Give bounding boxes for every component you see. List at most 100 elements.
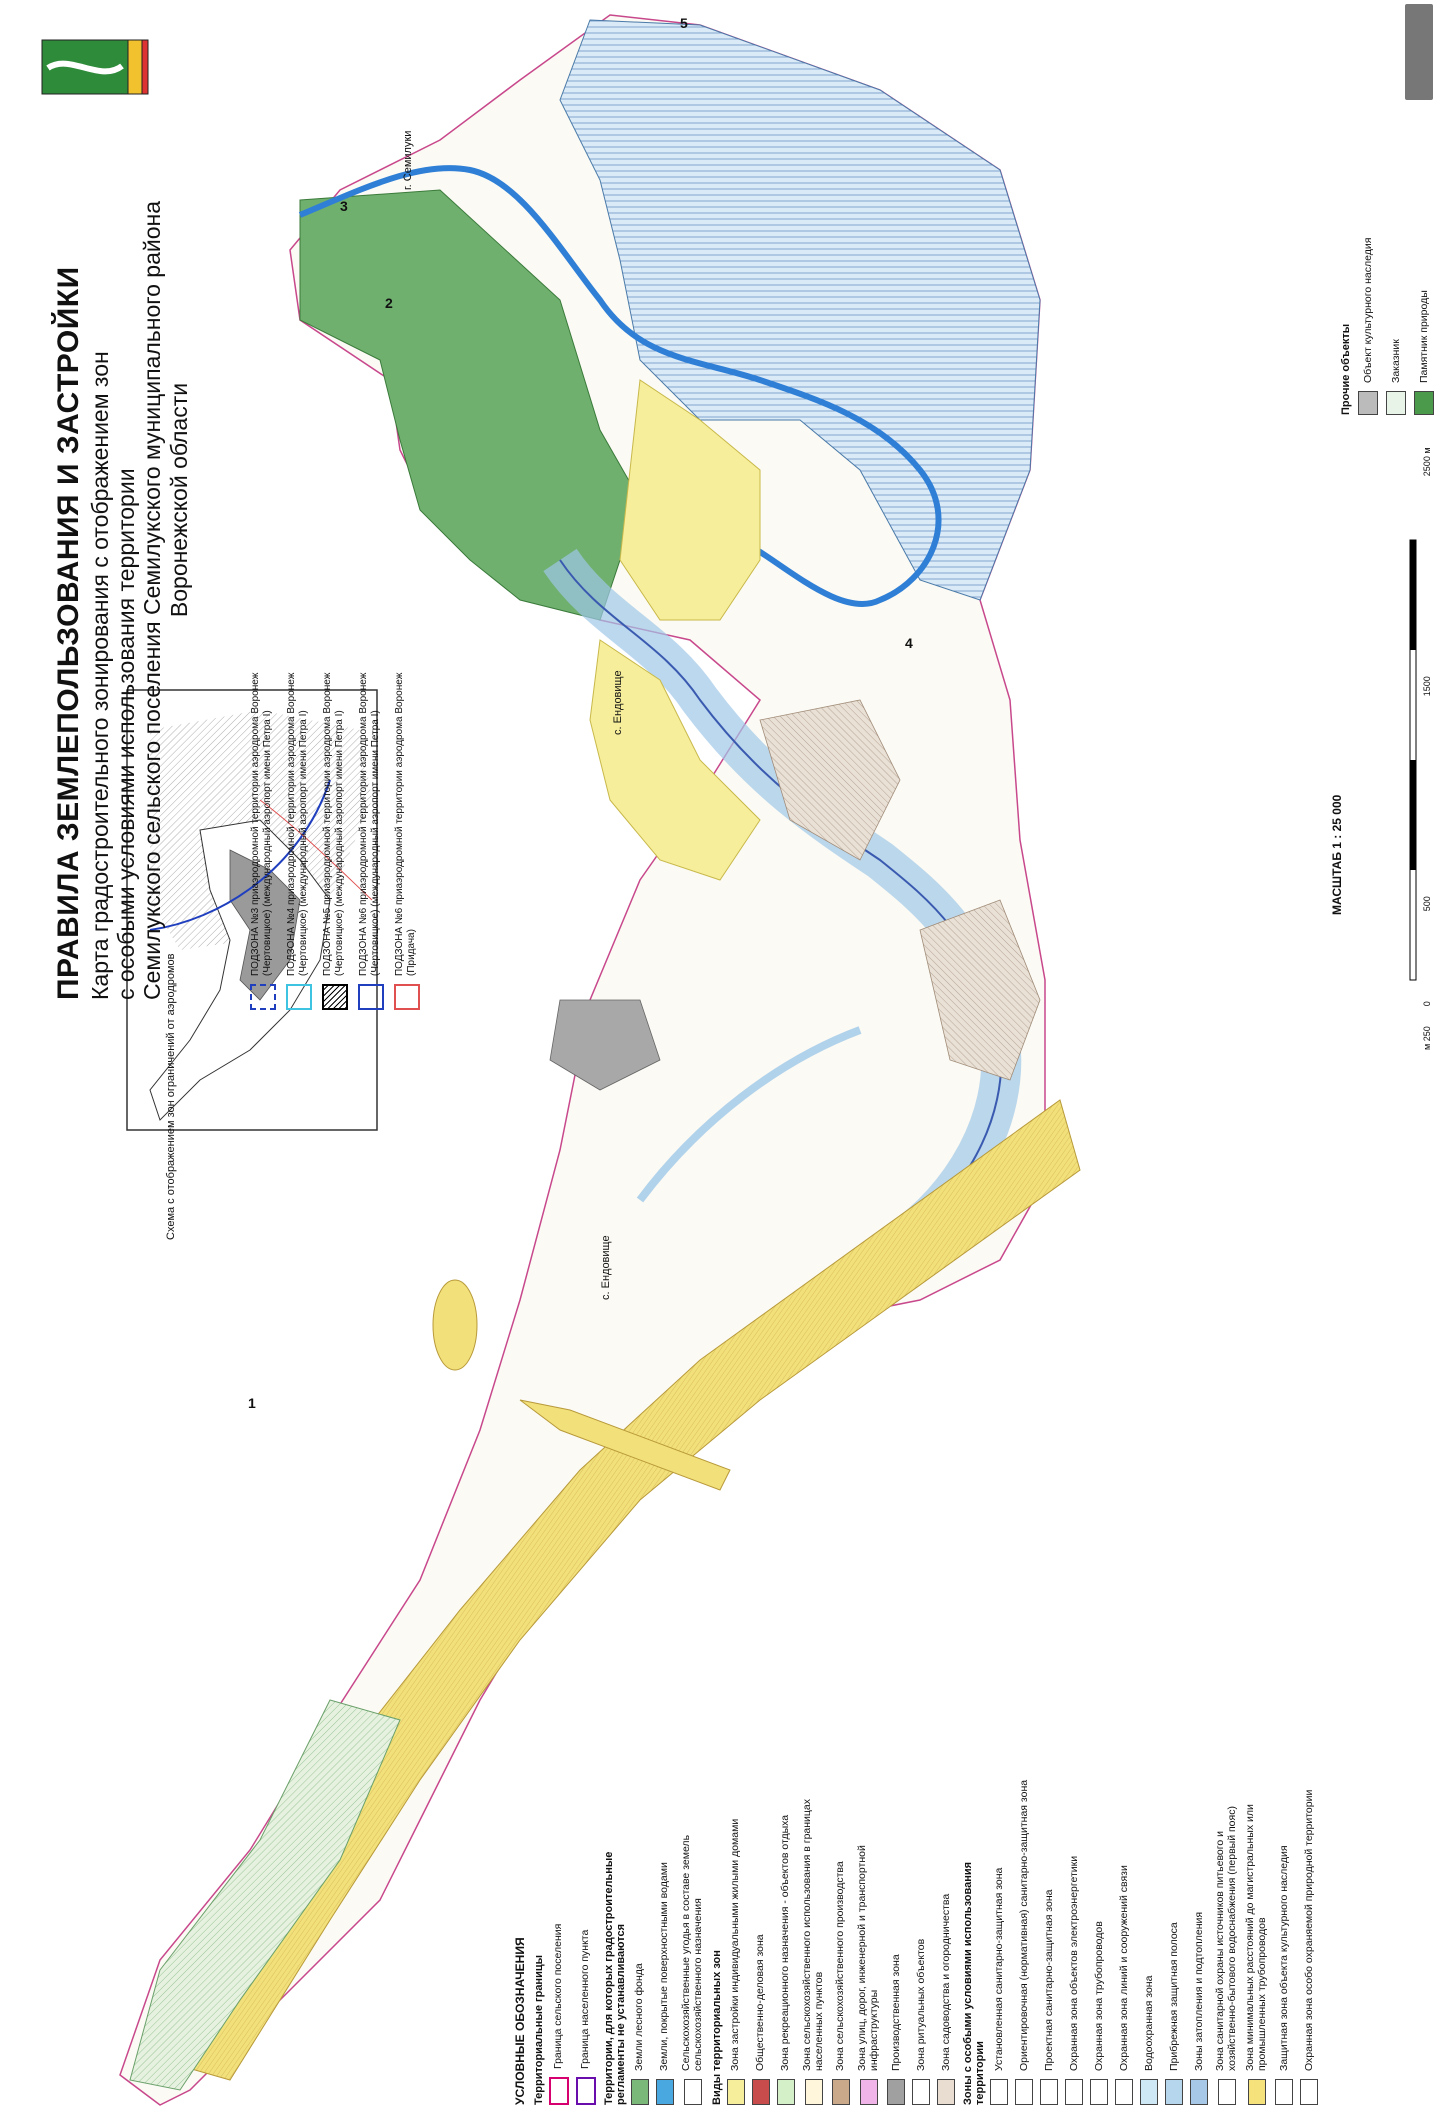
inset-legend-swatch	[322, 984, 348, 1010]
zone-number-2: 2	[385, 295, 393, 311]
legend-item-label: Охранная зона трубопроводов	[1092, 1921, 1105, 2071]
legend-item: Защитная зона объекта культурного наслед…	[1275, 995, 1294, 2105]
legend-swatch	[1247, 2079, 1266, 2105]
legend-item-label: Проектная санитарно-защитная зона	[1042, 1889, 1055, 2071]
legend-item-label: Зоны затопления и подтопления	[1192, 1911, 1205, 2071]
legend-item-label: Установленная санитарно-защитная зона	[992, 1867, 1005, 2071]
legend-swatch	[990, 2079, 1009, 2105]
industrial-zone	[549, 999, 661, 1091]
legend-item-label: Охранная зона объектов электроэнергетики	[1067, 1855, 1080, 2071]
legend-item-label: Защитная зона объекта культурного наслед…	[1277, 1845, 1290, 2071]
legend-group-heading: Территориальные границы	[533, 1955, 545, 2105]
legend-item-label: Граница населенного пункта	[579, 1929, 592, 2069]
legend-item-label: Зона улиц, дорог, инженерной и транспорт…	[856, 1845, 880, 2071]
legend-item-label: Охранная зона особо охраняемой природной…	[1302, 1789, 1315, 2071]
legend-item: Охранная зона объектов электроэнергетики	[1065, 995, 1084, 2105]
forest-area	[299, 189, 641, 621]
legend-item: Проектная санитарно-защитная зона	[1040, 995, 1059, 2105]
legend-item: Зона санитарной охраны источников питьев…	[1214, 995, 1238, 2105]
road-node	[432, 1279, 478, 1371]
inset-legend-swatch	[358, 984, 384, 1010]
other-objects-legend: Прочие объекты Объект культурного наслед…	[1340, 238, 1435, 415]
legend-groups: Территориальные границы Граница сельского…	[533, 995, 1319, 2105]
legend-item-label: Сельскохозяйственные угодья в составе зе…	[680, 1834, 704, 2071]
inset-legend-item: ПОДЗОНА №4 приаэродромной территории аэр…	[286, 646, 312, 1010]
legend-item-label: Производственная зона	[889, 1954, 902, 2071]
zone-number-5: 5	[680, 15, 688, 31]
inset-legend-item: ПОДЗОНА №6 приаэродромной территории аэр…	[394, 646, 420, 1010]
legend-swatch	[576, 2077, 596, 2105]
other-object-label: Памятник природы	[1418, 290, 1430, 383]
legend: УСЛОВНЫЕ ОБОЗНАЧЕНИЯ Территориальные гра…	[510, 995, 1325, 2105]
legend-item: Зона ритуальных объектов	[912, 995, 931, 2105]
inset-title: Схема с отображением зон ограничений от …	[165, 953, 177, 1241]
legend-swatch	[1065, 2079, 1084, 2105]
legend-item-label: Водоохранная зона	[1142, 1975, 1155, 2071]
scale-tick-label: 500	[1422, 896, 1432, 912]
legend-title: УСЛОВНЫЕ ОБОЗНАЧЕНИЯ	[513, 1937, 527, 2105]
legend-item: Охранная зона линий и сооружений связи	[1115, 995, 1134, 2105]
road-spur	[519, 1399, 731, 1491]
inset-legend-label: ПОДЗОНА №4 приаэродромной территории аэр…	[286, 672, 309, 976]
map-subtitle-3: Семилукского сельского поселения Семилук…	[139, 200, 166, 1000]
legend-swatch	[1040, 2079, 1059, 2105]
legend-item: Ориентировочная (нормативная) санитарно-…	[1015, 995, 1034, 2105]
inset-legend-swatch	[250, 984, 276, 1010]
residential-endovishche	[589, 639, 761, 881]
inset-legend-swatch	[394, 984, 420, 1010]
legend-item: Зона минимальных расстояний до магистрал…	[1244, 995, 1268, 2105]
legend-item: Охранная зона трубопроводов	[1090, 995, 1109, 2105]
map-title: ПРАВИЛА ЗЕМЛЕПОЛЬЗОВАНИЯ И ЗАСТРОЙКИ	[52, 266, 85, 1000]
legend-swatch	[912, 2079, 931, 2105]
river-don	[298, 165, 942, 608]
legend-swatch	[549, 2077, 569, 2105]
other-object-item: Памятник природы	[1414, 238, 1434, 415]
legend-item-label: Зона застройки индивидуальными жилыми до…	[729, 1818, 742, 2071]
legend-item-label: Ориентировочная (нормативная) санитарно-…	[1017, 1779, 1030, 2071]
inset-arc-blue	[149, 779, 331, 931]
legend-swatch	[631, 2079, 649, 2105]
legend-swatch	[777, 2079, 796, 2105]
place-label-endovishche-north: с. Ендовище	[612, 670, 624, 735]
legend-item-label: Зона минимальных расстояний до магистрал…	[1244, 1804, 1268, 2071]
legend-group-heading: Территории, для которых градостроительны…	[603, 1851, 627, 2105]
other-object-label: Заказник	[1390, 339, 1402, 383]
legend-item-label: Зона ритуальных объектов	[914, 1938, 927, 2071]
legend-item: Водоохранная зона	[1140, 995, 1159, 2105]
flood-zone-east	[559, 19, 1041, 601]
other-object-label: Объект культурного наследия	[1362, 237, 1374, 383]
legend-item: Земли, покрытые поверхностными водами	[656, 995, 674, 2105]
legend-item: Граница сельского поселения	[549, 995, 569, 2105]
legend-item: Зона садоводства и огородничества	[937, 995, 956, 2105]
legend-item: Зона застройки индивидуальными жилыми до…	[727, 995, 746, 2105]
coat-of-arms-icon	[41, 39, 149, 95]
corner-stamp-icon	[1405, 4, 1433, 100]
zone-number-4: 4	[905, 635, 913, 651]
legend-item: Производственная зона	[887, 995, 906, 2105]
legend-item-label: Охранная зона линий и сооружений связи	[1117, 1865, 1130, 2071]
legend-group-heading: Зоны с особыми условиями использования т…	[962, 1861, 987, 2105]
scale-ticks: м 250050015002500 м	[1422, 447, 1432, 1050]
legend-item: Прибрежная защитная полоса	[1165, 995, 1184, 2105]
other-object-swatch	[1358, 391, 1378, 415]
legend-swatch	[937, 2079, 956, 2105]
map-subtitle-4: Воронежской области	[165, 382, 192, 618]
legend-swatch	[656, 2079, 674, 2105]
legend-item: Охранная зона особо охраняемой природной…	[1300, 995, 1319, 2105]
legend-item-label: Зона садоводства и огородничества	[939, 1893, 952, 2071]
legend-swatch	[804, 2079, 823, 2105]
legend-item: Зона рекреационного назначения - объекто…	[777, 995, 796, 2105]
other-object-swatch	[1414, 391, 1434, 415]
scale-tick-label: 2500 м	[1422, 447, 1432, 477]
other-object-swatch	[1386, 391, 1406, 415]
legend-item-label: Граница сельского поселения	[552, 1923, 565, 2069]
inset-arc-red	[259, 799, 373, 901]
legend-item: Зона улиц, дорог, инженерной и транспорт…	[856, 995, 880, 2105]
stream-1	[636, 1026, 862, 1203]
legend-item-label: Зона рекреационного назначения - объекто…	[779, 1814, 792, 2071]
legend-item: Зона сельскохозяйственного производства	[832, 995, 851, 2105]
legend-item-label: Зона санитарной охраны источников питьев…	[1214, 1806, 1238, 2071]
legend-item-label: Земли лесного фонда	[633, 1963, 646, 2071]
legend-swatch	[1300, 2079, 1319, 2105]
inset-legend-item: ПОДЗОНА №6 приаэродромной территории аэр…	[358, 646, 384, 1010]
